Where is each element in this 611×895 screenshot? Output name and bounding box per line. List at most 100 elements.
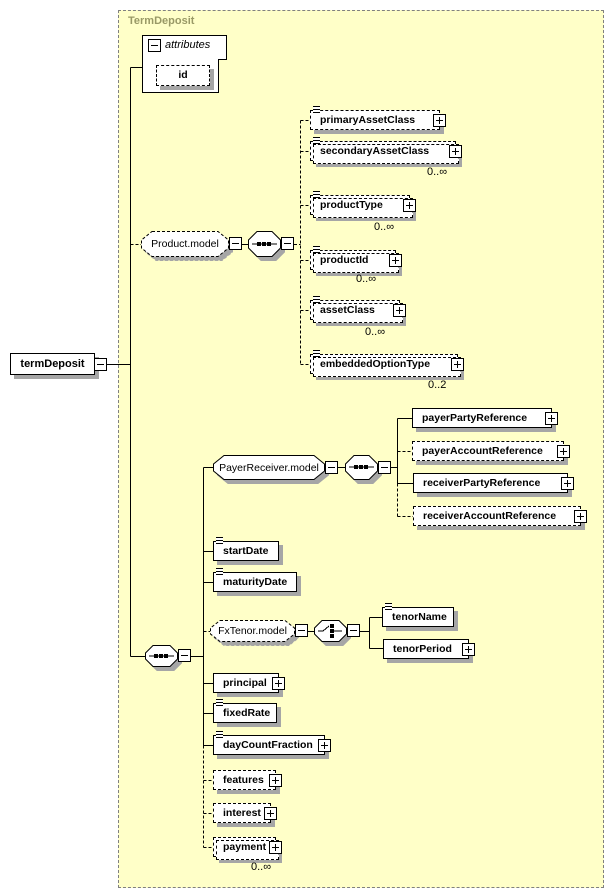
choice-icon [314,620,347,642]
expand-icon[interactable] [318,739,331,752]
expand-icon[interactable] [462,643,475,656]
attribute-label: id [178,69,188,81]
element-label: interest [223,807,261,819]
element-fixedRate[interactable]: fixedRate [213,699,277,723]
element-secondaryAssetClass[interactable]: secondaryAssetClass [310,137,462,164]
element-startDate[interactable]: startDate [213,537,279,561]
collapse-icon[interactable] [94,358,107,371]
expand-icon[interactable] [264,807,277,820]
element-receiverPartyReference[interactable]: receiverPartyReference [413,473,574,493]
sequence-compositor[interactable] [345,455,391,480]
sequence-compositor[interactable] [248,231,294,257]
occurrence-label: 0..∞ [365,326,386,338]
expand-icon[interactable] [451,358,464,371]
element-label: maturityDate [223,576,288,588]
element-label: productId [320,254,369,266]
simple-type-icon [313,246,320,253]
expand-icon[interactable] [545,412,558,425]
element-termDeposit[interactable]: termDeposit [10,353,107,375]
collapse-icon[interactable] [148,39,161,52]
expand-icon[interactable] [449,145,462,158]
simple-type-icon [313,350,320,357]
element-payerPartyReference[interactable]: payerPartyReference [412,408,558,428]
element-dayCountFraction[interactable]: dayCountFraction [213,731,331,755]
collapse-icon[interactable] [347,624,360,637]
element-principal[interactable]: principal [213,673,285,693]
choice-compositor[interactable] [314,620,360,642]
element-label: payment [223,841,267,853]
simple-type-icon [216,568,223,575]
dashed-connectors [130,120,413,848]
group-label: Product.model [151,238,219,250]
sequence-icon [145,645,178,667]
attributes-box: attributes id [142,35,228,94]
simple-type-icon [385,603,392,610]
attribute-id[interactable]: id [156,65,210,86]
simple-type-icon [313,296,320,303]
expand-icon[interactable] [269,774,282,787]
simple-type-icon [313,137,320,144]
element-label: payerAccountReference [422,445,543,457]
container-title: TermDeposit [128,15,195,27]
element-label: principal [223,677,267,689]
element-receiverAccountReference[interactable]: receiverAccountReference [413,506,587,526]
element-tenorPeriod[interactable]: tenorPeriod [383,639,475,659]
expand-icon[interactable] [269,841,282,854]
element-label: startDate [223,545,269,557]
collapse-icon[interactable] [295,624,308,637]
element-payerAccountReference[interactable]: payerAccountReference [412,441,570,461]
group-label: FxTenor.model [218,625,287,637]
element-interest[interactable]: interest [213,803,277,823]
collapse-icon[interactable] [229,237,242,250]
simple-type-icon [216,731,223,738]
expand-icon[interactable] [272,677,285,690]
expand-icon[interactable] [561,477,574,490]
group-product-model[interactable]: Product.model [141,231,242,257]
expand-icon[interactable] [433,114,446,127]
collapse-icon[interactable] [178,649,191,662]
occurrence-label: 0..∞ [251,861,272,873]
element-label: receiverPartyReference [423,477,541,489]
element-label: assetClass [320,304,375,316]
occurrence-label: 0..∞ [356,273,377,285]
element-tenorName[interactable]: tenorName [382,603,454,627]
simple-type-icon [313,191,320,198]
sequence-icon [248,231,281,257]
expand-icon[interactable] [574,510,587,523]
expand-icon[interactable] [393,304,406,317]
attributes-header: attributes [165,39,211,51]
element-label: embeddedOptionType [320,358,431,370]
element-label: tenorName [392,611,447,623]
occurrence-label: 0..2 [428,379,447,391]
expand-icon[interactable] [557,445,570,458]
element-payment[interactable]: payment [213,837,282,860]
simple-type-icon [216,699,223,706]
group-fxtenor-model[interactable]: FxTenor.model [210,620,308,642]
element-maturityDate[interactable]: maturityDate [213,568,297,592]
element-label: fixedRate [223,707,271,719]
element-label: termDeposit [20,358,85,370]
element-label: dayCountFraction [223,739,313,751]
element-label: features [223,774,264,786]
sequence-compositor[interactable] [145,645,191,667]
element-label: productType [320,199,383,211]
element-productType[interactable]: productType [310,191,416,218]
element-primaryAssetClass[interactable]: primaryAssetClass [310,106,446,130]
element-features[interactable]: features [213,770,282,790]
solid-connectors [107,67,413,746]
element-assetClass[interactable]: assetClass [310,296,406,323]
element-label: secondaryAssetClass [320,145,430,157]
element-embeddedOptionType[interactable]: embeddedOptionType [310,350,464,377]
expand-icon[interactable] [403,199,416,212]
expand-icon[interactable] [389,254,402,267]
collapse-icon[interactable] [325,461,338,474]
group-payerreceiver-model[interactable]: PayerReceiver.model [213,455,338,480]
collapse-icon[interactable] [281,237,294,250]
element-label: receiverAccountReference [423,510,557,522]
collapse-icon[interactable] [378,461,391,474]
element-productId[interactable]: productId [310,246,402,273]
sequence-icon [345,455,378,480]
simple-type-icon [313,106,320,113]
